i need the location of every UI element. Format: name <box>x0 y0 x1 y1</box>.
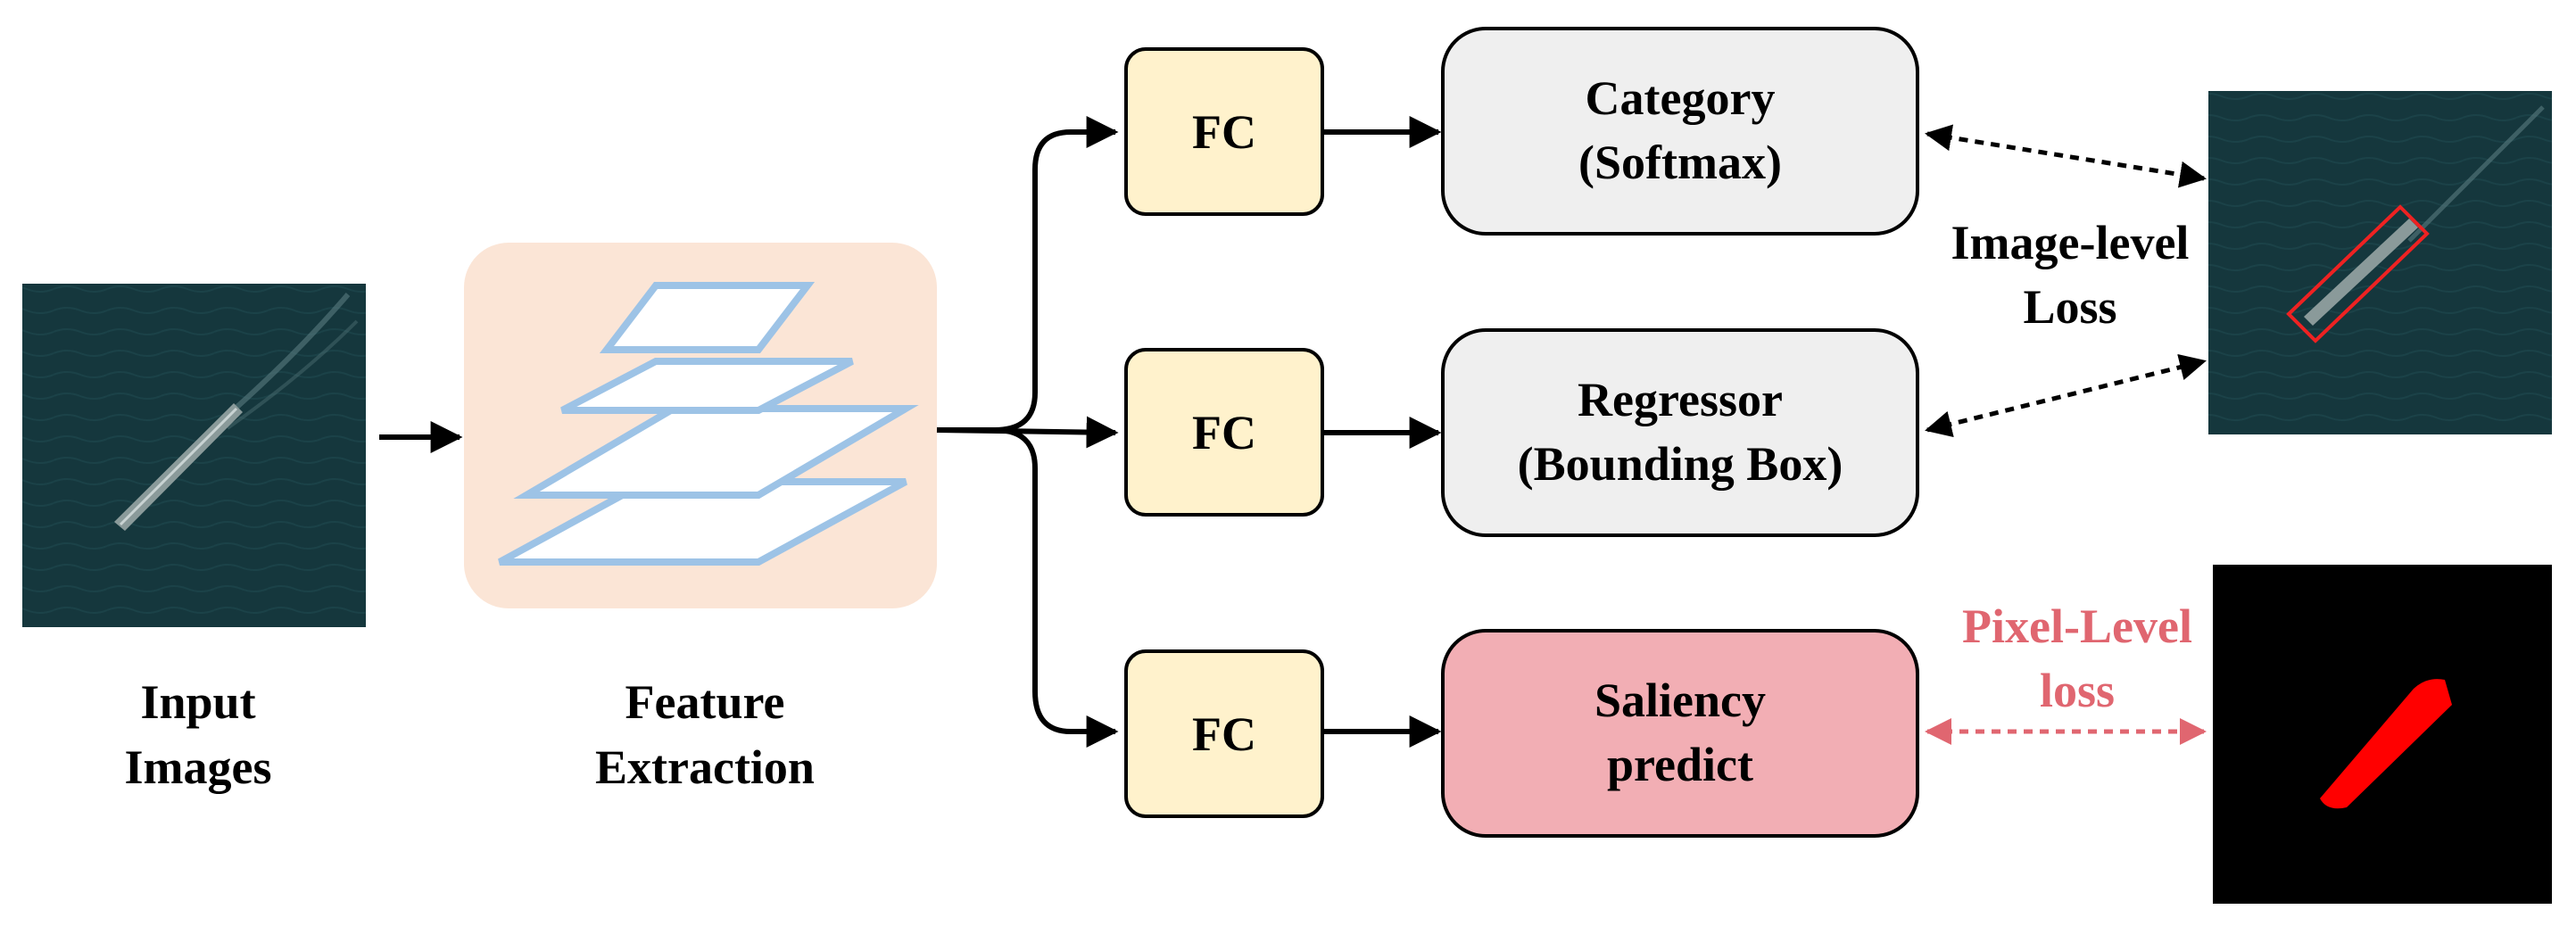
feature-label-line2: Extraction <box>595 740 815 794</box>
input-image <box>22 284 366 627</box>
image-level-loss-label: Image-level <box>1951 216 2190 269</box>
image-level-loss-label-line2: Loss <box>2023 280 2116 334</box>
ship-icon <box>114 403 243 531</box>
category-head: Category (Softmax) <box>1441 27 1919 236</box>
svg-text:Saliency: Saliency <box>1594 674 1766 727</box>
saliency-mask <box>2320 679 2452 809</box>
output-mask-image <box>2213 565 2552 904</box>
pixel-level-loss-label: Pixel-Level <box>1962 599 2192 653</box>
image-loss-arrow-top <box>1925 124 2207 188</box>
svg-text:FC: FC <box>1192 105 1256 159</box>
branch-arrows <box>936 116 1119 748</box>
svg-text:FC: FC <box>1192 707 1256 761</box>
svg-text:(Bounding Box): (Bounding Box) <box>1518 437 1843 491</box>
feature-extraction-block <box>464 243 937 608</box>
svg-text:Category: Category <box>1586 71 1776 125</box>
svg-text:predict: predict <box>1607 738 1753 791</box>
fc-middle: FC <box>1124 348 1324 517</box>
ship-icon <box>2304 219 2418 326</box>
svg-text:Regressor: Regressor <box>1578 373 1783 426</box>
svg-text:(Softmax): (Softmax) <box>1578 136 1782 189</box>
input-label-line2: Images <box>125 740 272 794</box>
input-label: Input <box>140 675 255 729</box>
feature-label: Feature <box>625 675 785 729</box>
svg-text:FC: FC <box>1192 406 1256 459</box>
pixel-level-loss-label-line2: loss <box>2040 664 2115 717</box>
fc-top: FC <box>1124 47 1324 216</box>
bounding-box <box>2286 204 2430 343</box>
output-bbox-image <box>2208 91 2552 434</box>
feature-layers-icon <box>498 282 919 566</box>
fc-bottom: FC <box>1124 649 1324 818</box>
saliency-head: Saliency predict <box>1441 629 1919 838</box>
image-loss-arrow-bottom <box>1925 353 2207 438</box>
regressor-head: Regressor (Bounding Box) <box>1441 328 1919 537</box>
